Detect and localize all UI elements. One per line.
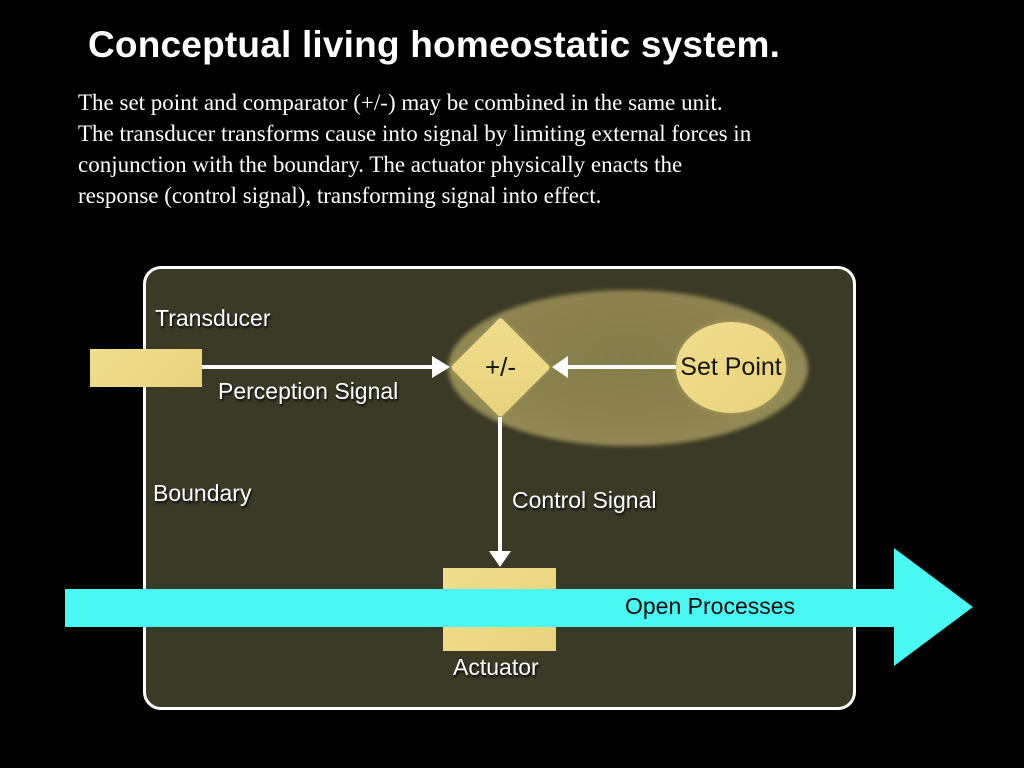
open-processes-label: Open Processes bbox=[625, 593, 796, 619]
transducer-label: Transducer bbox=[155, 305, 271, 331]
perception-signal-label: Perception Signal bbox=[218, 378, 399, 404]
body-text-line: The set point and comparator (+/-) may b… bbox=[78, 90, 723, 115]
set-point-node: Set Point bbox=[676, 322, 786, 413]
slide-body-text: The set point and comparator (+/-) may b… bbox=[78, 87, 918, 211]
boundary-label: Boundary bbox=[153, 480, 252, 506]
perception-signal-arrow bbox=[202, 365, 434, 369]
page-title: Conceptual living homeostatic system. bbox=[88, 24, 781, 65]
actuator-label: Actuator bbox=[453, 654, 539, 680]
transducer-block bbox=[90, 349, 202, 387]
comparator-label: +/- bbox=[484, 352, 517, 382]
control-signal-label: Control Signal bbox=[512, 487, 657, 513]
setpoint-arrowhead-icon bbox=[552, 356, 568, 378]
body-text-line: response (control signal), transforming … bbox=[78, 183, 602, 208]
control-signal-arrow bbox=[498, 417, 502, 552]
setpoint-to-comparator-arrow bbox=[568, 365, 676, 369]
open-processes-arrowhead-icon bbox=[894, 548, 973, 666]
open-processes-arrow-band bbox=[65, 589, 894, 627]
body-text-line: conjunction with the boundary. The actua… bbox=[78, 152, 683, 177]
body-text-line: The transducer transforms cause into sig… bbox=[78, 121, 752, 146]
perception-signal-arrowhead-icon bbox=[432, 356, 450, 378]
control-signal-arrowhead-icon bbox=[489, 551, 511, 567]
